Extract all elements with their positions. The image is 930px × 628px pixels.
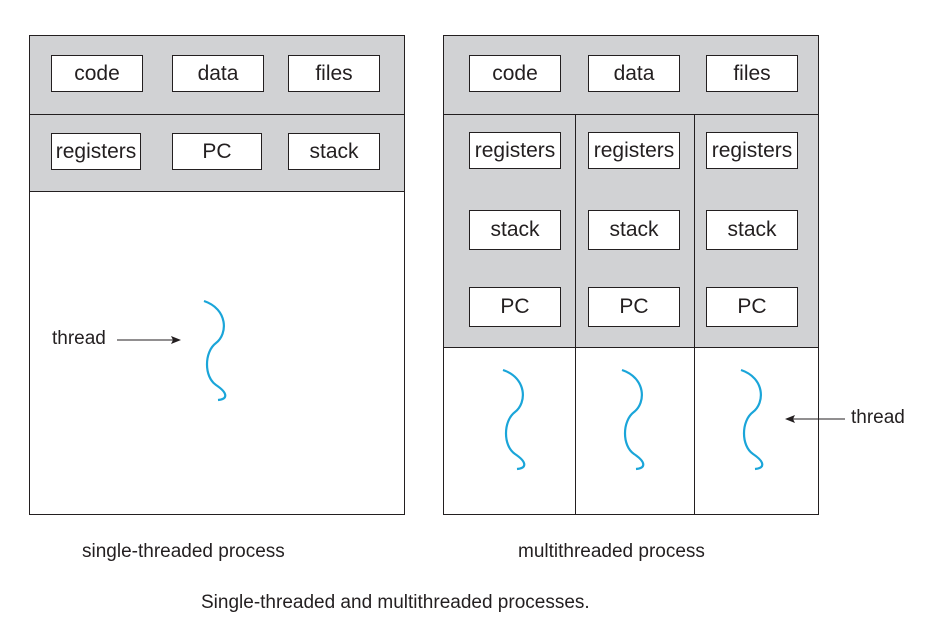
stack-box: stack xyxy=(588,210,680,250)
thread-label: thread xyxy=(52,328,106,349)
files-box: files xyxy=(288,55,380,92)
registers-box: registers xyxy=(469,132,561,169)
thread-arrow-icon xyxy=(785,415,845,423)
thread-wave-icon xyxy=(203,299,227,402)
registers-box: registers xyxy=(706,132,798,169)
files-box: files xyxy=(706,55,798,92)
code-box: code xyxy=(51,55,143,92)
figure-caption: Single-threaded and multithreaded proces… xyxy=(201,592,590,613)
thread-divider xyxy=(694,115,695,515)
pc-box: PC xyxy=(469,287,561,327)
thread-label: thread xyxy=(851,407,905,428)
thread-divider xyxy=(575,115,576,515)
thread-wave-icon xyxy=(740,368,764,471)
pc-box: PC xyxy=(706,287,798,327)
pc-box: PC xyxy=(588,287,680,327)
code-box: code xyxy=(469,55,561,92)
data-box: data xyxy=(172,55,264,92)
thread-wave-icon xyxy=(502,368,526,471)
thread-arrow-icon xyxy=(117,336,181,344)
single-threaded-caption: single-threaded process xyxy=(82,541,285,562)
stack-box: stack xyxy=(706,210,798,250)
single-threaded-process: code data files registers PC stack xyxy=(29,35,405,515)
registers-box: registers xyxy=(51,133,141,170)
data-box: data xyxy=(588,55,680,92)
multithreaded-process: code data files registers registers regi… xyxy=(443,35,819,515)
multithreaded-caption: multithreaded process xyxy=(518,541,705,562)
stack-box: stack xyxy=(288,133,380,170)
thread-wave-icon xyxy=(621,368,645,471)
pc-box: PC xyxy=(172,133,262,170)
registers-box: registers xyxy=(588,132,680,169)
stack-box: stack xyxy=(469,210,561,250)
